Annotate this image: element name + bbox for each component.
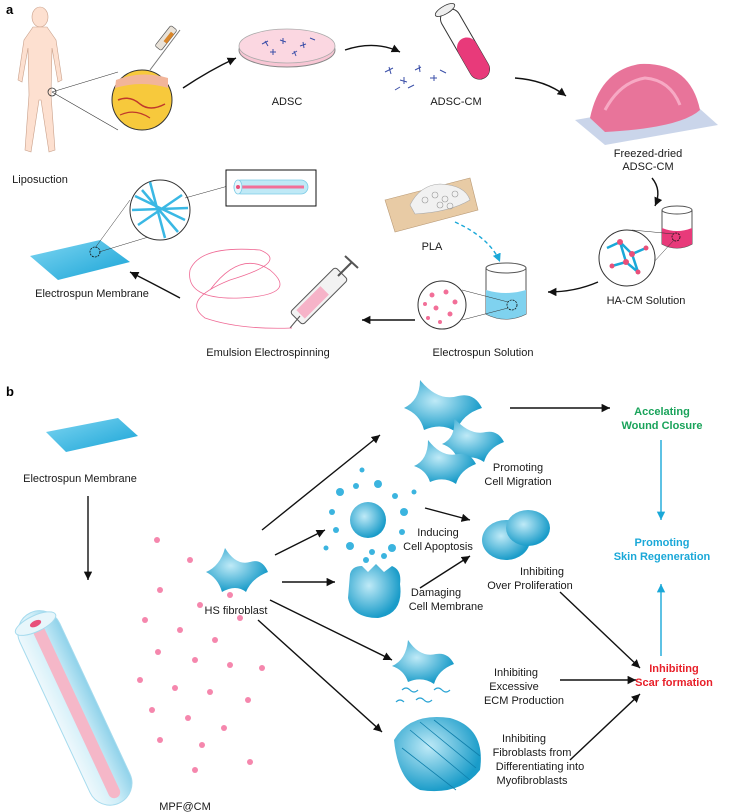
core-shell-fiber-inset <box>225 169 317 207</box>
hs-fibroblast-label: HS fibroblast <box>205 605 268 617</box>
syringe-icon <box>149 25 181 71</box>
liposuction-label: Liposuction <box>12 174 68 186</box>
mpf-cm-label: MPF@CM <box>159 801 211 812</box>
inhibiting-diff-label-4: Myofibroblasts <box>497 775 568 787</box>
inducing-apoptosis-label-1: Inducing <box>417 527 459 539</box>
arrow-diff-to-scar <box>569 693 641 761</box>
promoting-migration-label-1: Promoting <box>493 462 543 474</box>
electrospun-membrane-label-a: Electrospun Membrane <box>35 288 149 300</box>
arrow-proliferation-to-scar <box>559 591 641 669</box>
damaged-membrane-cell <box>348 553 401 618</box>
freeze-dried-label-1: Freezed-dried <box>614 148 682 160</box>
adipose-tissue-magnifier <box>47 69 173 131</box>
arrow-to-dish <box>182 57 237 89</box>
electrospun-membrane-label-b: Electrospun Membrane <box>23 473 137 485</box>
skin-regen-label-2: Skin Regeneration <box>614 551 711 563</box>
emulsion-droplets-magnifier <box>417 280 509 330</box>
panel-a-letter: a <box>6 2 14 17</box>
electrospun-membrane-sheet <box>30 240 130 280</box>
hs-fibroblast-cell <box>206 548 268 592</box>
damaging-membrane-label-1: Damaging <box>411 587 461 599</box>
adsc-cm-label: ADSC-CM <box>430 96 481 108</box>
pla-powder-icon <box>384 177 479 233</box>
beaker-ha-cm-icon <box>661 205 693 249</box>
wound-closure-label-1: Accelating <box>634 406 690 418</box>
inhibiting-proliferation-label-2: Over Proliferation <box>487 580 573 592</box>
fiber-mesh-magnifier <box>94 179 229 253</box>
electrospun-fiber-trace <box>189 248 293 329</box>
scar-label-1: Inhibiting <box>649 663 698 675</box>
arrow-to-cm <box>344 44 401 53</box>
petri-dish-icon <box>238 28 336 68</box>
arrow-to-freeze <box>514 77 567 97</box>
inhibiting-proliferation-label-1: Inhibiting <box>520 566 564 578</box>
human-body-illustration <box>17 6 63 153</box>
inhibiting-diff-label-1: Inhibiting <box>502 733 546 745</box>
skin-regen-label-1: Promoting <box>635 537 690 549</box>
damaging-membrane-label-2: Cell Membrane <box>409 601 484 613</box>
apoptotic-cell-fragments <box>323 467 417 555</box>
inducing-apoptosis-label-2: Cell Apoptosis <box>403 541 473 553</box>
inhibiting-ecm-label-3: ECM Production <box>484 695 564 707</box>
arrow-apoptosis-to-proliferation <box>424 507 471 522</box>
test-tube-icon <box>434 3 490 80</box>
mpf-cm-fiber <box>14 610 133 806</box>
inhibiting-ecm-label-1: Inhibiting <box>494 667 538 679</box>
arrow-to-membrane <box>129 271 181 299</box>
arrow-to-differentiation <box>257 619 383 733</box>
released-cm-particles <box>137 537 265 773</box>
arrow-to-ecm <box>269 599 393 661</box>
arrow-to-migration <box>261 434 381 531</box>
secreted-cells-cluster <box>384 64 447 91</box>
membrane-sheet-b <box>46 418 138 452</box>
inhibiting-diff-label-3: Differentiating into <box>496 761 584 773</box>
ha-cm-solution-label: HA-CM Solution <box>607 295 686 307</box>
ha-cm-network-magnifier <box>598 229 675 287</box>
freeze-dried-label-2: ADSC-CM <box>622 161 673 173</box>
proliferating-cells <box>482 510 550 560</box>
arrow-membrane-to-proliferation <box>419 555 471 589</box>
electrospun-solution-label: Electrospun Solution <box>433 347 534 359</box>
wound-closure-label-2: Wound Closure <box>621 420 702 432</box>
beaker-emulsion-icon <box>485 262 527 320</box>
promoting-migration-label-2: Cell Migration <box>484 476 551 488</box>
inhibiting-ecm-label-2: Excessive <box>489 681 539 693</box>
migrating-cells-cluster <box>404 380 504 484</box>
panel-b-letter: b <box>6 384 14 399</box>
arrow-to-apoptosis <box>274 529 326 556</box>
emulsion-electrospinning-label: Emulsion Electrospinning <box>206 347 330 359</box>
scar-label-2: Scar formation <box>635 677 713 689</box>
pla-dashed-arrow <box>454 221 501 263</box>
adsc-label: ADSC <box>272 96 303 108</box>
freeze-dried-powder-icon <box>575 63 718 145</box>
myofibroblast-bundle <box>394 716 481 792</box>
electrospinning-syringe-icon <box>289 255 359 329</box>
arrow-to-electrospun-solution <box>547 281 599 297</box>
ecm-producing-cell <box>392 640 454 703</box>
inhibiting-diff-label-2: Fibroblasts from <box>493 747 572 759</box>
pla-label: PLA <box>422 241 443 253</box>
arrow-to-beaker <box>651 177 663 207</box>
